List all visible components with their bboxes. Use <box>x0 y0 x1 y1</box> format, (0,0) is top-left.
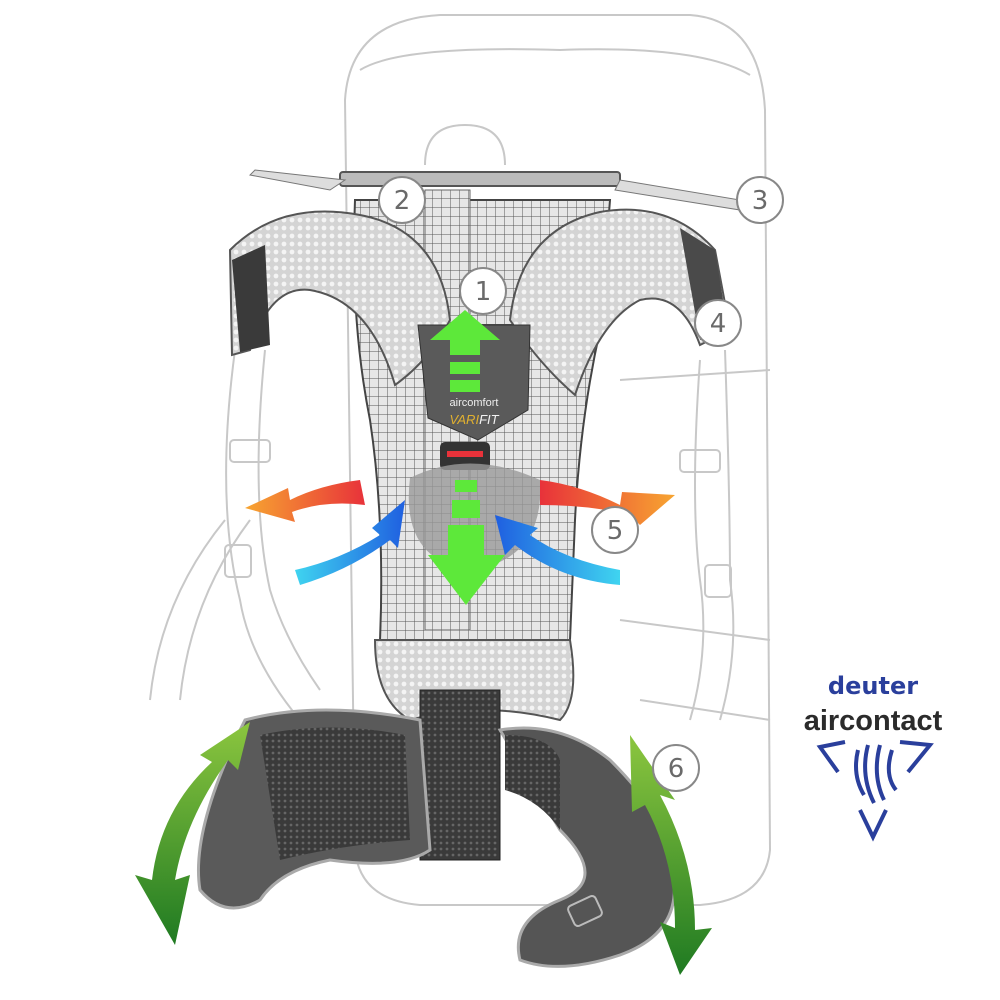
svg-text:VARIFIT: VARIFIT <box>449 412 499 427</box>
callout-6: 6 <box>652 744 700 792</box>
callout-4: 4 <box>694 299 742 347</box>
center-lumbar-strip <box>419 689 501 861</box>
airflow-down-arrow <box>428 480 505 605</box>
airflow-up-arrow <box>430 310 500 392</box>
svg-text:1: 1 <box>475 277 492 307</box>
right-shoulder-strap <box>508 208 732 397</box>
logo-brand: deuter <box>828 672 918 700</box>
badge-fit-text: FIT <box>479 412 500 427</box>
warm-air-arrow-right <box>540 480 675 525</box>
callout-2: 2 <box>378 176 426 224</box>
hip-adjust-arrow-right <box>630 735 712 975</box>
left-strap-dark-pad <box>232 245 270 352</box>
warm-air-arrow-left <box>245 480 365 522</box>
callout-3: 3 <box>736 176 784 224</box>
left-hip-mesh <box>260 727 410 860</box>
cool-air-arrow-left <box>295 500 405 585</box>
svg-text:6: 6 <box>668 754 685 784</box>
callout-1: 1 <box>459 267 507 315</box>
logo-product: aircontact <box>804 705 943 737</box>
buckle-red-mark <box>447 451 483 457</box>
svg-text:4: 4 <box>710 309 727 339</box>
cool-air-arrow-right <box>495 515 620 585</box>
hip-buckle <box>567 895 603 927</box>
hip-adjust-arrow-left <box>135 722 250 945</box>
badge-vari-text: VARI <box>449 412 479 427</box>
deuter-aircontact-logo: deuter aircontact <box>804 672 943 842</box>
badge-brand-text: aircomfort <box>450 397 499 409</box>
right-strap-lower <box>679 349 735 721</box>
left-strap-lower <box>149 349 321 721</box>
svg-text:5: 5 <box>607 516 624 546</box>
callout-5: 5 <box>591 506 639 554</box>
svg-text:3: 3 <box>752 186 769 216</box>
aircontact-emblem-icon <box>816 740 934 842</box>
right-hip-mesh <box>505 735 560 830</box>
svg-text:2: 2 <box>394 186 411 216</box>
